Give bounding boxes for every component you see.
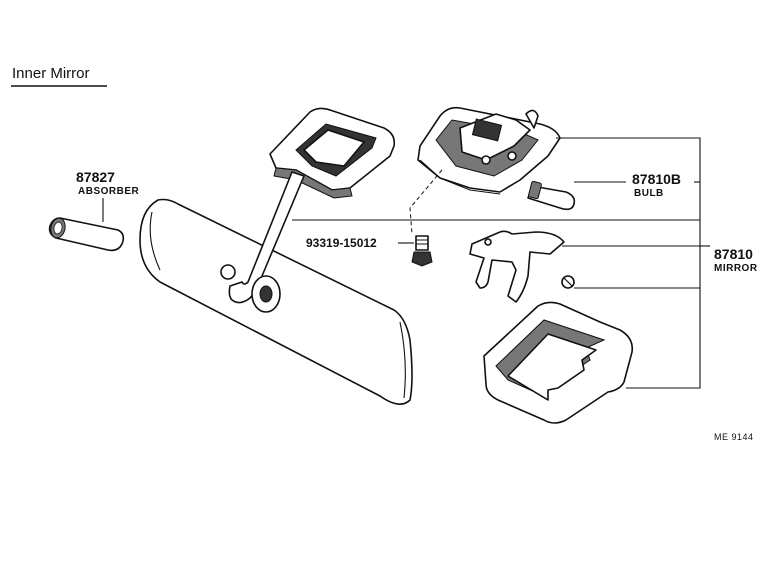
bulb-part-name: BULB bbox=[634, 188, 664, 199]
figure-code: ME 9144 bbox=[714, 432, 754, 442]
small-screw-part bbox=[561, 275, 575, 289]
lamp-cover-part bbox=[483, 301, 634, 424]
diagram-title: Inner Mirror bbox=[12, 65, 90, 82]
mirror-clip-bracket bbox=[469, 230, 565, 303]
absorber-part bbox=[48, 217, 125, 252]
bulb-part bbox=[527, 180, 576, 211]
absorber-part-number: 87827 bbox=[76, 169, 115, 185]
screw-part-number: 93319-15012 bbox=[306, 236, 377, 250]
screw-part bbox=[411, 235, 433, 267]
map-lamp-housing bbox=[417, 106, 561, 195]
absorber-part-name: ABSORBER bbox=[78, 186, 140, 197]
leader-lines bbox=[102, 137, 710, 389]
bulb-part-number: 87810B bbox=[632, 171, 681, 187]
mirror-part-name: MIRROR bbox=[714, 263, 758, 274]
mirror-stem bbox=[220, 171, 305, 313]
mirror-part-number: 87810 bbox=[714, 246, 753, 262]
mirror-mount-bracket bbox=[269, 107, 396, 199]
